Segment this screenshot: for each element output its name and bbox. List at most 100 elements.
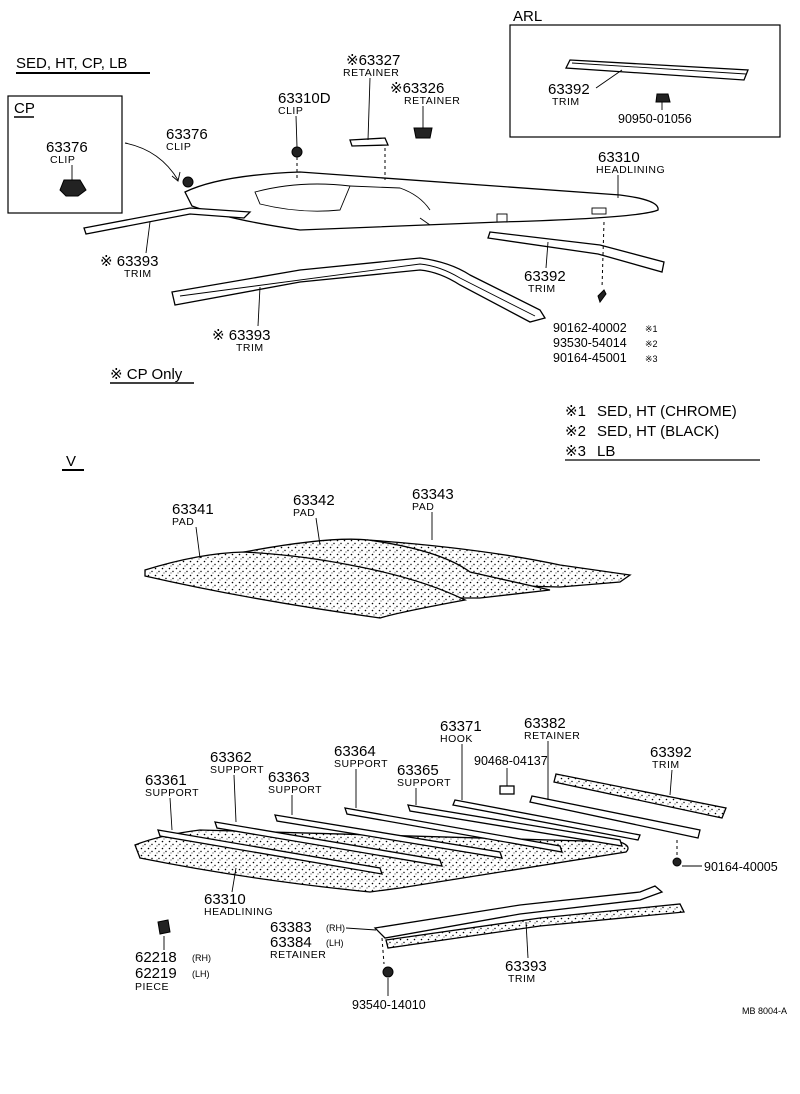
bottom-p63393-desc: TRIM xyxy=(508,973,536,985)
p63310d-part: 63310D xyxy=(278,90,331,107)
p63382-desc: RETAINER xyxy=(524,730,580,742)
screw-90164-icon xyxy=(672,857,682,867)
p63326-part: ※63326 xyxy=(390,80,444,97)
trim-63392-shape xyxy=(487,231,665,273)
cp-clip-icon xyxy=(59,179,87,197)
p63371-desc: HOOK xyxy=(440,733,473,745)
retainer-63383-shape xyxy=(373,885,664,939)
top-p63310-desc: HEADLINING xyxy=(596,164,665,176)
drawing-code: MB 8004-A xyxy=(742,1006,787,1016)
p63361-part: 63361 xyxy=(145,772,187,789)
p63362-desc: SUPPORT xyxy=(210,764,264,776)
arl-box-title: ARL xyxy=(513,8,542,25)
pad-2-desc: PAD xyxy=(293,507,315,519)
trim-63393-bottom-shape xyxy=(385,903,686,949)
legend-2-mark: ※2 xyxy=(565,423,586,440)
bottom-p63310-part: 63310 xyxy=(204,891,246,908)
p63384-side: (LH) xyxy=(326,938,344,948)
screw-1-part: 90162-40002 xyxy=(553,321,627,335)
pad-1-part: 63341 xyxy=(172,501,214,518)
v-header: V xyxy=(66,453,76,470)
piece-62218-icon xyxy=(157,919,171,935)
screw-3-note: ※3 xyxy=(645,354,658,364)
screw-93540-icon xyxy=(382,966,394,978)
bottom-p63393-part: 63393 xyxy=(505,958,547,975)
screw-3-part: 90164-45001 xyxy=(553,351,627,365)
trim-63393-lower-shape xyxy=(171,257,547,323)
screw-icon xyxy=(597,289,607,304)
pad-1-desc: PAD xyxy=(172,516,194,528)
trim-63392-bottom-shape xyxy=(553,773,727,819)
pad-63341-shape xyxy=(144,551,468,619)
p90468-part: 90468-04137 xyxy=(474,754,548,768)
p63365-desc: SUPPORT xyxy=(397,777,451,789)
p63327-desc: RETAINER xyxy=(343,67,399,79)
p63310d-desc: CLIP xyxy=(278,105,303,117)
p62219-desc: PIECE xyxy=(135,981,169,993)
legend-3-mark: ※3 xyxy=(565,443,586,460)
p90164-part: 90164-40005 xyxy=(704,860,778,874)
p62218-part: 62218 xyxy=(135,949,177,966)
p63362-part: 63362 xyxy=(210,749,252,766)
p63393a-desc: TRIM xyxy=(124,268,152,280)
legend-1-mark: ※1 xyxy=(565,403,586,420)
arl-nut-part: 90950-01056 xyxy=(618,112,692,126)
p63376-part: 63376 xyxy=(166,126,208,143)
screw-2-part: 93530-54014 xyxy=(553,336,627,350)
arl-nut-icon xyxy=(655,93,671,103)
p63376-desc: CLIP xyxy=(166,141,191,153)
cp-clip-part: 63376 xyxy=(46,139,88,156)
model-header: SED, HT, CP, LB xyxy=(16,55,127,72)
p63371-part: 63371 xyxy=(440,718,482,735)
arl-trim-shape xyxy=(564,59,749,81)
pad-3-desc: PAD xyxy=(412,501,434,513)
arl-inset-box: ARL 63392 TRIM 90950-01056 xyxy=(509,8,781,138)
p62219-part: 62219 xyxy=(135,965,177,982)
p63364-part: 63364 xyxy=(334,743,376,760)
p93540-part: 93540-14010 xyxy=(352,998,426,1012)
p63363-desc: SUPPORT xyxy=(268,784,322,796)
p63384-desc: RETAINER xyxy=(270,949,326,961)
screw-1-note: ※1 xyxy=(645,324,658,334)
p63383-part: 63383 xyxy=(270,919,312,936)
support-bars xyxy=(157,804,623,875)
p63363-part: 63363 xyxy=(268,769,310,786)
top-headlining-shape xyxy=(184,171,659,231)
top-clip-63376-icon xyxy=(182,176,194,188)
pad-2-part: 63342 xyxy=(293,492,335,509)
top-clip-63310d-icon xyxy=(291,146,303,158)
trim-63393-upper-shape xyxy=(83,207,252,235)
legend-2-text: SED, HT (BLACK) xyxy=(597,423,719,440)
top-p63310-part: 63310 xyxy=(598,149,640,166)
legend: ※1 SED, HT (CHROME) ※2 SED, HT (BLACK) ※… xyxy=(565,403,760,461)
p63383-side: (RH) xyxy=(326,923,345,933)
p63365-part: 63365 xyxy=(397,762,439,779)
p63364-desc: SUPPORT xyxy=(334,758,388,770)
cp-arrow xyxy=(124,142,179,181)
arl-trim-desc: TRIM xyxy=(552,96,580,108)
bottom-p63392-part: 63392 xyxy=(650,744,692,761)
bottom-p63310-desc: HEADLINING xyxy=(204,906,273,918)
p63393b-desc: TRIM xyxy=(236,342,264,354)
legend-1-text: SED, HT (CHROME) xyxy=(597,403,737,420)
p63393a-part: ※ 63393 xyxy=(100,253,158,270)
bottom-p63392-desc: TRIM xyxy=(652,759,680,771)
p63361-desc: SUPPORT xyxy=(145,787,199,799)
p62218-side: (RH) xyxy=(192,953,211,963)
p63327-part: ※63327 xyxy=(346,52,400,69)
cp-only-note: ※ CP Only xyxy=(110,366,183,383)
cp-box-title: CP xyxy=(14,100,35,117)
legend-3-text: LB xyxy=(597,443,615,460)
clip-90468-icon xyxy=(499,785,515,795)
screw-2-note: ※2 xyxy=(645,339,658,349)
top-p63392-part: 63392 xyxy=(524,268,566,285)
retainer-63326-icon xyxy=(413,127,433,139)
hook-63371-shape xyxy=(452,799,641,841)
arl-trim-part: 63392 xyxy=(548,81,590,98)
p63326-desc: RETAINER xyxy=(404,95,460,107)
cp-clip-desc: CLIP xyxy=(50,154,75,166)
p63393b-part: ※ 63393 xyxy=(212,327,270,344)
p63382-part: 63382 xyxy=(524,715,566,732)
pad-3-part: 63343 xyxy=(412,486,454,503)
